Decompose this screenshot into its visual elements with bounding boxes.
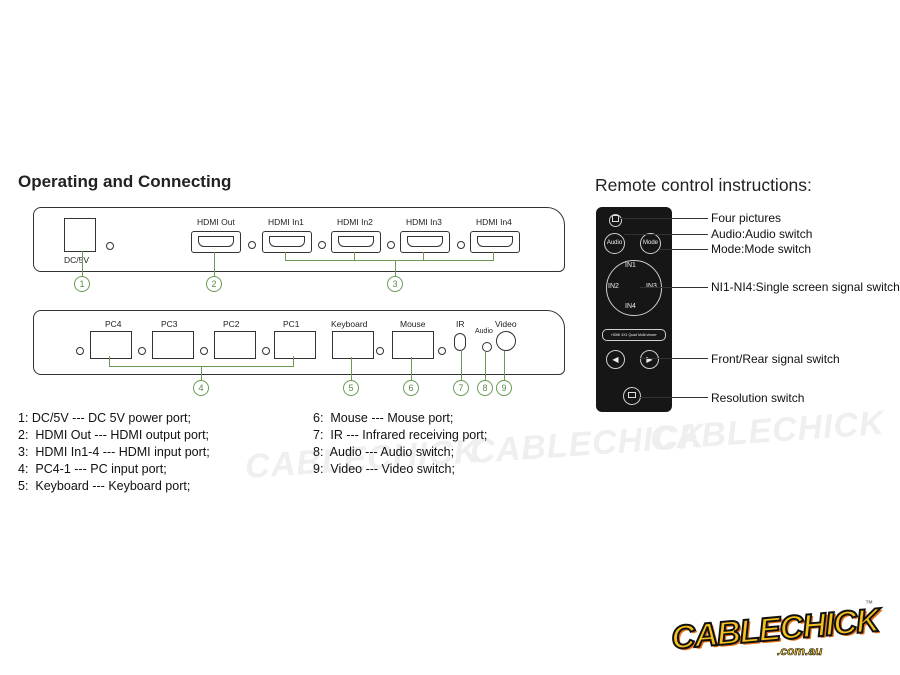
pc4-port [90, 331, 132, 359]
hdmi-in2-label: HDMI In2 [337, 217, 373, 227]
ir-label: IR [456, 319, 465, 329]
callout-7: 7 [453, 380, 469, 396]
indicator-dot [262, 347, 270, 355]
watermark-brand: CABLECHICK [648, 403, 886, 459]
hdmi-in3-label: HDMI In3 [406, 217, 442, 227]
remote-label-four-pictures: Four pictures [711, 211, 782, 225]
front-button: ▶ [640, 350, 659, 369]
video-button [496, 331, 516, 351]
in2-label: IN2 [608, 283, 619, 290]
hdmi-in1-label: HDMI In1 [268, 217, 304, 227]
callout-6: 6 [403, 380, 419, 396]
legend-item: 8: Audio --- Audio switch; [313, 445, 455, 459]
mode-remote-button: Mode [640, 233, 661, 254]
dpad [606, 260, 662, 316]
legend-item: 5: Keyboard --- Keyboard port; [18, 479, 191, 493]
indicator-dot [200, 347, 208, 355]
callout-2: 2 [206, 276, 222, 292]
legend-item: 1: DC/5V --- DC 5V power port; [18, 411, 191, 425]
cablechick-logo: CABLECHICK .com.au ™ [665, 599, 882, 662]
keyboard-port [332, 331, 374, 359]
grid-icon [612, 215, 619, 222]
dc-label: DC/5V [64, 255, 90, 265]
logo-domain: .com.au [777, 644, 823, 659]
indicator-dot [138, 347, 146, 355]
indicator-dot [457, 241, 465, 249]
top-panel: DC/5V HDMI Out HDMI In1 HDMI In2 HDMI In… [33, 207, 565, 272]
video-label: Video [495, 319, 517, 329]
four-pictures-button [609, 214, 622, 227]
remote-label-front-rear: Front/Rear signal switch [711, 352, 840, 366]
pc3-label: PC3 [161, 319, 178, 329]
logo-trademark: ™ [865, 599, 873, 608]
in4-label: IN4 [625, 303, 636, 310]
indicator-dot [248, 241, 256, 249]
legend-item: 6: Mouse --- Mouse port; [313, 411, 454, 425]
remote-label-mode: Mode:Mode switch [711, 242, 812, 256]
hdmi-in1-port [262, 231, 312, 253]
in3-label: IN3 [646, 283, 657, 290]
triangle-left-icon: ◀ [612, 355, 619, 364]
hdmi-in4-port [470, 231, 520, 253]
device-label: HDMI 4X1 Quad Multi-viewer [602, 329, 666, 341]
audio-remote-button: Audio [604, 233, 625, 254]
callout-8: 8 [477, 380, 493, 396]
callout-1: 1 [74, 276, 90, 292]
pc2-port [214, 331, 256, 359]
hdmi-out-label: HDMI Out [197, 217, 235, 227]
legend-item: 4: PC4-1 --- PC input port; [18, 462, 167, 476]
indicator-dot [387, 241, 395, 249]
hdmi-in4-label: HDMI In4 [476, 217, 512, 227]
bottom-panel: PC4 PC3 PC2 PC1 Keyboard Mouse IR Audio … [33, 310, 565, 375]
audio-button [482, 342, 492, 352]
legend-item: 2: HDMI Out --- HDMI output port; [18, 428, 210, 442]
callout-9: 9 [496, 380, 512, 396]
indicator-dot [318, 241, 326, 249]
indicator-dot [438, 347, 446, 355]
legend-item: 7: IR --- Infrared receiving port; [313, 428, 488, 442]
in1-label: IN1 [625, 262, 636, 269]
dc-power-port [64, 218, 96, 252]
indicator-dot [106, 242, 114, 250]
legend-item: 9: Video --- Video switch; [313, 462, 455, 476]
hdmi-in3-port [400, 231, 450, 253]
pc3-port [152, 331, 194, 359]
pc1-label: PC1 [283, 319, 300, 329]
hdmi-in2-port [331, 231, 381, 253]
remote-label-audio: Audio:Audio switch [711, 227, 813, 241]
remote-title: Remote control instructions: [595, 175, 812, 195]
callout-4: 4 [193, 380, 209, 396]
operating-title: Operating and Connecting [18, 172, 232, 191]
audio-label: Audio [475, 328, 493, 335]
remote-label-resolution: Resolution switch [711, 391, 805, 405]
keyboard-label: Keyboard [331, 319, 368, 329]
indicator-dot [76, 347, 84, 355]
pc4-label: PC4 [105, 319, 122, 329]
callout-5: 5 [343, 380, 359, 396]
callout-3: 3 [387, 276, 403, 292]
legend-item: 3: HDMI In1-4 --- HDMI input port; [18, 445, 210, 459]
indicator-dot [376, 347, 384, 355]
pc2-label: PC2 [223, 319, 240, 329]
monitor-icon [628, 392, 636, 399]
hdmi-out-port [191, 231, 241, 253]
pc1-port [274, 331, 316, 359]
remote-label-inputs: NI1-NI4:Single screen signal switch [711, 280, 900, 294]
resolution-button [623, 387, 641, 405]
mouse-label: Mouse [400, 319, 426, 329]
remote-control: Audio Mode IN1 IN2 IN3 IN4 HDMI 4X1 Quad… [596, 207, 672, 412]
logo-brand: CABLECHICK [669, 600, 882, 657]
mouse-port [392, 331, 434, 359]
rear-button: ◀ [606, 350, 625, 369]
triangle-right-icon: ▶ [646, 355, 653, 364]
ir-receiver [454, 333, 466, 351]
